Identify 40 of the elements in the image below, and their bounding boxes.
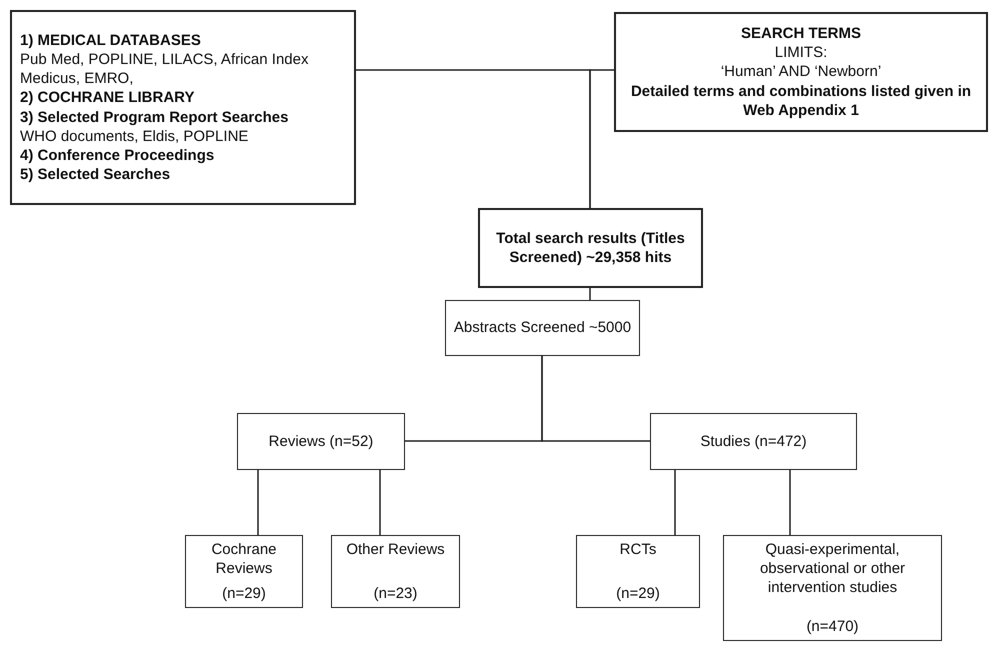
box-text: Reviews (n=52)	[268, 432, 374, 452]
box-text: Quasi-experimental, observational or other intervention studies	[758, 540, 906, 598]
box-text: 2) COCHRANE LIBRARY	[20, 88, 194, 108]
process-box	[331, 535, 460, 608]
process-box	[478, 208, 703, 288]
box-text: Abstracts Screened ~5000	[454, 318, 632, 338]
box-text: Other Reviews	[346, 540, 445, 560]
box-text: 5) Selected Searches	[20, 165, 170, 184]
connector-line	[589, 69, 614, 208]
box-text: Studies (n=472)	[700, 432, 807, 452]
box-text: (n=29)	[222, 584, 266, 603]
box-heading: 1) MEDICAL DATABASES	[20, 30, 201, 50]
connector-line	[541, 356, 650, 442]
connector-line	[674, 470, 676, 535]
process-box	[576, 535, 700, 608]
box-text: RCTs	[620, 540, 656, 560]
process-box	[723, 535, 942, 641]
box-text: WHO documents, Eldis, POPLINE	[20, 126, 248, 146]
process-box	[614, 12, 988, 132]
process-box	[237, 413, 405, 470]
process-box	[185, 535, 303, 608]
box-text: 3) Selected Program Report Searches	[20, 108, 288, 127]
connector-line	[589, 288, 591, 300]
box-text: (n=470)	[806, 616, 859, 636]
box-heading: Total search results (Titles Screened) ~29,358 hits	[495, 228, 686, 268]
box-text: 4) Conference Proceedings	[20, 146, 214, 166]
box-text: ‘Human’ AND ‘Newborn’	[720, 62, 882, 82]
box-text: Cochrane Reviews	[210, 540, 278, 578]
process-box	[445, 300, 640, 356]
process-box	[650, 413, 857, 470]
box-text: Detailed terms and combinations listed given in Web Appendix 1	[630, 82, 972, 120]
box-text: Pub Med, POPLINE, LILACS, African Index Medicus, EMRO,	[20, 50, 310, 88]
connector-line	[257, 470, 259, 535]
connector-line	[789, 470, 791, 535]
process-box	[10, 10, 356, 205]
box-text: (n=23)	[374, 584, 418, 603]
box-heading: SEARCH TERMS	[740, 24, 861, 44]
box-text: LIMITS:	[774, 43, 828, 62]
connector-line	[379, 470, 381, 535]
box-text: (n=29)	[616, 584, 660, 603]
